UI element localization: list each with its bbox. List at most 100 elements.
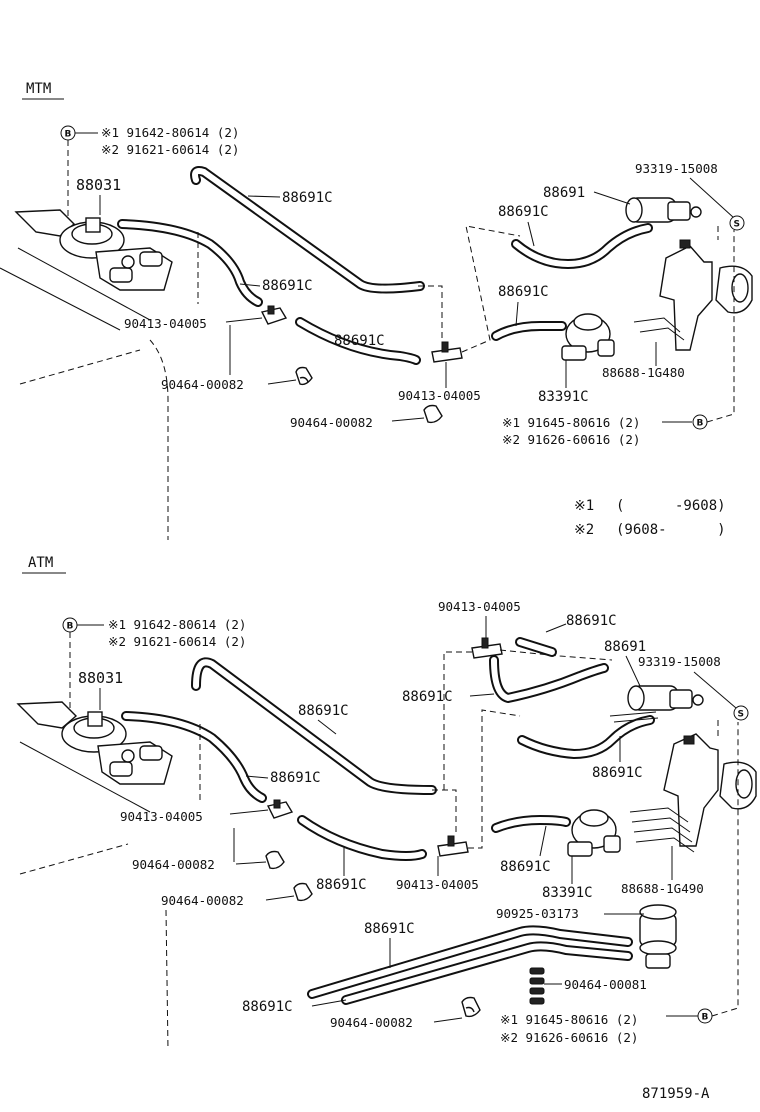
atm-dash-tee-left [443, 651, 472, 790]
atm-hose-right-a-leader [469, 693, 495, 697]
atm-tee-90413-top [471, 637, 503, 659]
mtm-tee-90413-mid [431, 341, 463, 363]
atm-hose-top-long-label: 88691C [298, 703, 349, 719]
atm-vsv-88691 [627, 685, 704, 711]
atm-clamp-left-no: 90413-04005 [120, 809, 203, 824]
mtm-part-93319-leader [689, 177, 735, 219]
atm-ref-bottom-note1: ※1 91645-80616 (2) [500, 1012, 638, 1027]
figure-id: 871959-A [642, 1086, 710, 1102]
atm-hose-top-right-leader [545, 623, 567, 633]
mtm-hose-right-mid [491, 321, 567, 341]
atm-dash-tee-right [499, 649, 613, 661]
atm-egr-valve-88031 [16, 701, 173, 785]
atm-dash-long-left [165, 909, 169, 1051]
atm-part-88691-leader [625, 655, 641, 687]
mtm-section-label: MTM [26, 81, 51, 97]
mtm-dash-link-a [418, 285, 443, 340]
mtm-hose-right-top [511, 223, 653, 269]
atm-part-90925-label: 90925-03173 [496, 906, 579, 921]
atm-clamp-mid-no: 90413-04005 [396, 877, 479, 892]
atm-clamp-left2-no: 90464-00082 [132, 857, 215, 872]
atm-dash-diagonal [19, 843, 129, 875]
atm-ref-bottom-note2: ※2 91626-60616 (2) [500, 1030, 638, 1045]
legend: ※1 ( -9608) ※2 (9608- ) [574, 498, 726, 538]
mtm-ref-b-bottom-letter: B [697, 419, 704, 429]
atm-ref-b-bottom-letter: B [702, 1013, 709, 1023]
mtm-hose-left [117, 219, 263, 307]
atm-clamp-left3-leader [265, 895, 295, 901]
atm-dash-link-b [468, 709, 521, 849]
mtm-ref-top-note2: ※2 91621-60614 (2) [101, 142, 239, 157]
atm-clamp-bottom-leader [433, 1017, 463, 1023]
atm-hose-left-label: 88691C [270, 770, 321, 786]
atm-clamp-left-leader [229, 809, 269, 815]
legend-mark-1: ※1 [574, 498, 594, 514]
mtm-part-88691-label: 88691 [543, 185, 585, 201]
atm-hose-right-b [517, 715, 655, 759]
atm-bracket-line-a [19, 741, 151, 813]
atm-part-83391-label: 83391C [542, 885, 593, 901]
mtm-dash-long-left [149, 339, 169, 540]
mtm-clamp-left-leader [225, 317, 263, 323]
atm-hose-right-a [489, 655, 609, 703]
atm-part-93319-label: 93319-15008 [638, 654, 721, 669]
mtm-section: MTM B ※1 91642-80614 (2) ※2 91621-60614 … [0, 81, 753, 540]
atm-hose-top-right-label: 88691C [566, 613, 617, 629]
mtm-egr-valve-88031 [14, 209, 173, 291]
atm-clamp-90464-left-a [265, 850, 285, 870]
atm-ref-b-top-letter: B [67, 622, 74, 632]
atm-hose-left [121, 711, 267, 803]
mtm-hose-right-top-label: 88691C [498, 204, 549, 220]
mtm-hose-top-long-label: 88691C [282, 190, 333, 206]
mtm-ref-bottom-note1: ※1 91645-80616 (2) [502, 415, 640, 430]
mtm-part-83391-label: 83391C [538, 389, 589, 405]
atm-part-93319-leader [693, 671, 737, 709]
atm-clamp-90464-81-label: 90464-00081 [564, 977, 647, 992]
mtm-vsv-88691 [625, 197, 702, 223]
mtm-ref-s-marker [729, 215, 745, 231]
atm-hose-long-bottom-leader [311, 999, 347, 1007]
atm-part-88691-label: 88691 [604, 639, 646, 655]
mtm-dash-b-right [706, 230, 735, 423]
atm-clamp-90413-left [266, 799, 294, 819]
atm-hose-mid [297, 815, 427, 861]
mtm-part-88688-label: 88688-1G480 [602, 365, 685, 380]
atm-section: ATM B ※1 91642-80614 (2) ※2 91621-60614 … [16, 555, 757, 1051]
mtm-clamp-bottom-leader [391, 417, 425, 422]
mtm-hose-left-label: 88691C [262, 278, 313, 294]
mtm-sensor-83391c [561, 313, 615, 361]
atm-clamp-left2-leader [235, 861, 267, 865]
atm-bracket-assembly [629, 733, 757, 853]
mtm-clamp-90464-left [295, 366, 313, 386]
atm-part-88031-label: 88031 [78, 669, 123, 687]
mtm-hose-right-mid-label: 88691C [498, 284, 549, 300]
legend-range-1: ( -9608) [616, 498, 726, 514]
legend-mark-2: ※2 [574, 522, 594, 538]
atm-hose-long-bottom-label: 88691C [242, 999, 293, 1015]
atm-hose-long-top-label: 88691C [364, 921, 415, 937]
mtm-bracket-line-a [17, 247, 151, 321]
atm-tee-top-no: 90413-04005 [438, 599, 521, 614]
atm-ref-top-note2: ※2 91621-60614 (2) [108, 634, 246, 649]
atm-clamp-90464-00081 [529, 967, 545, 1005]
mtm-part-93319-label: 93319-15008 [635, 161, 718, 176]
mtm-ref-bottom-note2: ※2 91626-60616 (2) [502, 432, 640, 447]
mtm-clamp-bottom-no: 90464-00082 [290, 415, 373, 430]
mtm-hose-right-mid-leader [515, 301, 519, 327]
mtm-hose-mid [295, 317, 421, 365]
atm-ref-top-note1: ※1 91642-80614 (2) [108, 617, 246, 632]
mtm-hose-top-long [190, 166, 425, 294]
mtm-clamp-left-no: 90413-04005 [124, 316, 207, 331]
atm-hose-long-bottom [341, 941, 633, 1005]
atm-hose-top-right [515, 637, 557, 657]
mtm-clamp-left2-no: 90464-00082 [161, 377, 244, 392]
atm-hose-top-long-leader [317, 719, 337, 735]
atm-clamp-left3-no: 90464-00082 [161, 893, 244, 908]
mtm-ref-s-letter: S [734, 220, 740, 230]
mtm-ref-b-top-letter: B [65, 130, 72, 140]
mtm-hose-left-leader [239, 283, 261, 287]
atm-valve-90925 [639, 904, 677, 969]
atm-hose-top-long [191, 657, 437, 795]
mtm-part-88691-leader [593, 191, 631, 205]
